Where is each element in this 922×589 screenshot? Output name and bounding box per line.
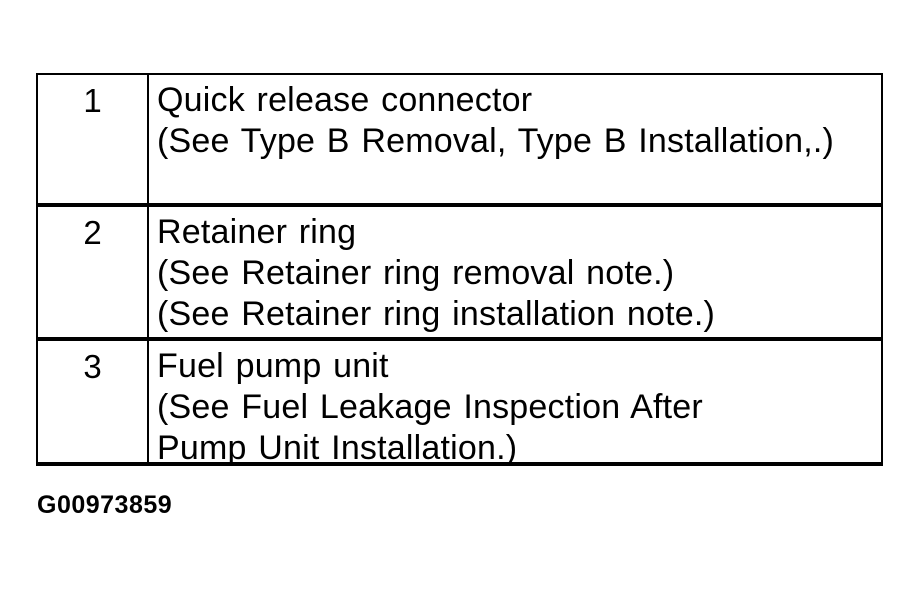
table-row: 1 Quick release connector (See Type B Re… xyxy=(38,75,881,203)
item-number-cell: 1 xyxy=(38,75,149,203)
figure-id-label: G00973859 xyxy=(37,491,173,519)
item-description-cell: Retainer ring (See Retainer ring removal… xyxy=(149,207,881,337)
item-number-cell: 3 xyxy=(38,341,149,462)
description-line: Fuel pump unit xyxy=(157,347,389,385)
description-line: Pump Unit Installation.) xyxy=(157,429,518,462)
item-description-cell: Fuel pump unit (See Fuel Leakage Inspect… xyxy=(149,341,881,462)
description-line: Retainer ring xyxy=(157,213,357,251)
description-line: (See Fuel Leakage Inspection After xyxy=(157,388,703,426)
description-line: (See Type B Removal, Type B Installation… xyxy=(157,122,835,160)
item-number: 2 xyxy=(83,214,102,251)
item-number: 3 xyxy=(83,348,102,385)
parts-table: 1 Quick release connector (See Type B Re… xyxy=(36,73,883,466)
description-line: Quick release connector xyxy=(157,81,533,119)
item-number-cell: 2 xyxy=(38,207,149,337)
item-number: 1 xyxy=(83,82,102,119)
table-row: 2 Retainer ring (See Retainer ring remov… xyxy=(38,203,881,337)
table-row: 3 Fuel pump unit (See Fuel Leakage Inspe… xyxy=(38,337,881,462)
item-description-cell: Quick release connector (See Type B Remo… xyxy=(149,75,881,203)
description-line: (See Retainer ring removal note.) xyxy=(157,254,675,292)
description-line: (See Retainer ring installation note.) xyxy=(157,295,716,333)
